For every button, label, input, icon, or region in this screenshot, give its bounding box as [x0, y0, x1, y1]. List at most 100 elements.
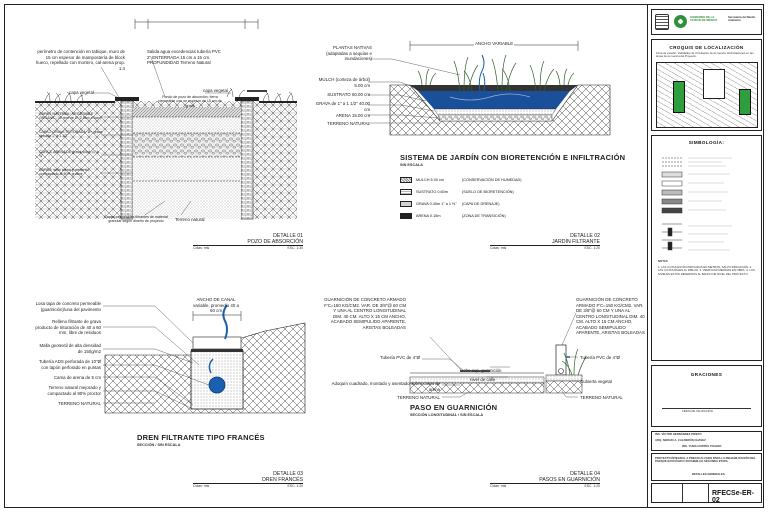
label-sustrato: SUSTRATO 60.00 cm [327, 92, 370, 97]
detail-04-scale: ESC. 1:20 [584, 484, 600, 488]
croquis-title: CROQUIS DE LOCALIZACIÓN [669, 45, 744, 50]
detail-04-number: DETALLE 04 [570, 471, 600, 477]
map-zone-green-2 [739, 89, 751, 115]
label-terreno-natural-02: TERRENO NATURAL [327, 121, 370, 126]
graciones-title: GRACIONES [690, 372, 723, 377]
label-cubierta-vegetal: Cubierta vegetal [580, 379, 612, 384]
legend-list: MULCH 5.00 cm (CONSERVACIÓN DE HUMEDAD) … [400, 177, 600, 227]
detail-03-caption: DETALLE 03 DREN FRANCÉS Cotas: mts ESC. … [193, 471, 303, 489]
legend-sustrato-name: SUSTRATO 0.60m [416, 190, 448, 194]
detail-03-name: DREN FRANCÉS [262, 477, 303, 483]
label-mulch: MULCH (corteza de árbol) 5.00 cm [318, 77, 370, 88]
drawing-area: perímetro de contención en tabique, muro… [5, 5, 648, 507]
swatch-sustrato [400, 189, 412, 195]
firma-label: FIRMA DE VALIDACIÓN [682, 409, 713, 413]
detail-02-name: JARDÍN FILTRANTE [551, 239, 600, 245]
detail-03-number: DETALLE 03 [273, 471, 303, 477]
label-tubo-right: Tubería PVC de 4"Ø [580, 355, 620, 360]
detail-02-scale: ESC. 1:20 [584, 246, 600, 250]
detail-02-number: DETALLE 02 [570, 233, 600, 239]
detail-03-subtitle: SECCIÓN / SIN ESCALA [137, 443, 181, 447]
label-terreno-left: TERRENO NATURAL [397, 395, 440, 400]
simbologia-title: SIMBOLOGÍA: [688, 140, 725, 145]
legend-arena-name: ARENA 0.15m [416, 214, 441, 218]
legend-grava-name: GRAVA 0.40m 1" a 1 ½" [416, 202, 457, 206]
label-nivel-calle: nivel de calle [470, 377, 496, 382]
detail-03-cotas: Cotas: mts [193, 484, 210, 488]
title-block-logos: GOBIERNO DE LA CIUDAD DE MÉXICO Secretar… [651, 9, 762, 35]
label-capas-permeables: Capas permeables filtrantes de material … [104, 215, 168, 224]
label-capa-vegetal-left: capa vegetal [69, 90, 94, 95]
detail-04-name: PASOS EN GUARNICIÓN [539, 477, 600, 483]
detail-02-title: SISTEMA DE JARDÍN CON BIORETENCIÓN E INF… [400, 153, 626, 162]
swatch-grava [400, 201, 412, 207]
location-map [656, 62, 758, 128]
project-name: PROYECTO INTEGRAL A PRECIO ALZADO PARA L… [655, 456, 756, 464]
simbologia-symbols [661, 157, 732, 251]
detail-02-panel: ANCHO VARIABLE PLANTAS NATIVAS (adaptada… [310, 5, 648, 273]
detail-01-panel: perímetro de contención en tabique, muro… [5, 5, 310, 273]
label-guarnicion-left: GUARNICIÓN DE CONCRETO ARMADO F'C=150 KG… [324, 297, 406, 330]
label-terreno-natural-03: TERRENO NATURAL [58, 401, 101, 406]
detail-03-title: DREN FILTRANTE TIPO FRANCÉS [137, 433, 265, 442]
org-name: GOBIERNO DE LA CIUDAD DE MÉXICO [690, 15, 718, 23]
plan-code: RFECSe-ER-02 [712, 490, 755, 504]
detail-01-drawing [35, 19, 297, 220]
label-arena: ARENA 15.00 cm [335, 113, 370, 118]
detail-04-drawing [409, 312, 587, 398]
cdmx-logo-icon [655, 14, 669, 30]
label-capa3: CAPA 3: ARENA DE grava sílica ¼" a ⅜" [39, 150, 99, 159]
label-terreno-right: TERRENO NATURAL [580, 395, 623, 400]
legend-sustrato-desc: (SUELO DE BIORETENCIÓN) [462, 190, 514, 194]
detail-02-cotas: Cotas: mts [490, 246, 507, 250]
simbologia-section: SIMBOLOGÍA: NOTAS 1. LAS COT [651, 135, 762, 361]
label-ancho-variable: ANCHO VARIABLE [474, 41, 515, 47]
legend-grava-desc: (CAPA DE DRENAJE) [462, 202, 500, 206]
detail-01-caption: DETALLE 01 POZO DE ABSORCIÓN Cotas: mts … [193, 233, 303, 251]
label-capa4: CAPA 4: sello arena y cemento compactado… [39, 168, 89, 177]
label-malla: Malla geotextil de alta densidad de 150g… [39, 343, 101, 354]
detail-03-panel: Losa tapa de concreto permeable (guarnic… [5, 273, 310, 507]
drawing-sheet: perímetro de contención en tabique, muro… [4, 4, 764, 508]
detail-03-scale: ESC. 1:20 [287, 484, 303, 488]
label-ancho-canal: ANCHO DE CANAL variable, promedio 40 a 6… [193, 297, 239, 313]
swatch-arena [400, 213, 412, 219]
detail-01-name: POZO DE ABSORCIÓN [247, 239, 303, 245]
detail-04-panel: GUARNICIÓN DE CONCRETO ARMADO F'C=150 KG… [310, 273, 648, 507]
code-section: RFECSe-ER-02 [651, 483, 762, 504]
label-grava: GRAVA de 1" a 1 1/2" 40.00 cm [315, 101, 370, 112]
label-capa1: CAPA 1 MATERIAL: VEGETABLE ORGANIC, 30 m… [39, 112, 102, 121]
label-center-note: Fondo de pozo de absorción: tierra perme… [158, 95, 222, 108]
detail-04-subtitle: SECCIÓN LONGITUDINAL / SIN ESCALA [410, 413, 484, 417]
label-lecho: lecho sup. guarnición [460, 368, 502, 373]
flower-logo-icon [674, 15, 687, 28]
authors-section: ING. VÍCTOR HERNÁNDEZ PRIETO ARQ. SERGIO… [651, 431, 762, 451]
detail-04-caption: DETALLE 04 PASOS EN GUARNICIÓN Cotas: mt… [490, 471, 600, 489]
label-perimetro: perímetro de contención en tabique, muro… [35, 49, 125, 71]
label-guarnicion-right: GUARNICIÓN DE CONCRETO ARMADO F'C=150 KG… [576, 297, 645, 335]
plan-name: DETALLES GENERALES [692, 472, 725, 476]
author-3: ING. YUMA CORTÉS TOLEDO [682, 444, 722, 448]
notas-title: NOTAS [658, 259, 668, 263]
label-tubo-left: Tubería PVC de 4"Ø [380, 355, 420, 360]
croquis-description: Zona de estudio: Vialidades de Circulaci… [656, 51, 754, 59]
swatch-mulch [400, 177, 412, 183]
label-terreno-mejorado: Terreno natural mejorado y compactado al… [47, 385, 101, 396]
detail-01-cotas: Cotas: mts [193, 246, 210, 250]
legend-arena-desc: (ZONA DE TRANSICIÓN) [462, 214, 506, 218]
detail-01-scale: ESC. 1:30 [287, 246, 303, 250]
map-zone-green-1 [673, 81, 685, 113]
label-capa2: CAPA 2 GRAVA TRITURADA: Ø+ grava tamaño … [39, 130, 103, 139]
graciones-section: GRACIONES FIRMA DE VALIDACIÓN [651, 365, 762, 427]
legend-mulch-name: MULCH 5.00 cm [416, 178, 445, 182]
legend-mulch-desc: (CONSERVACIÓN DE HUMEDAD) [462, 178, 522, 182]
title-block: GOBIERNO DE LA CIUDAD DE MÉXICO Secretar… [649, 5, 764, 507]
secretaria-name: Secretaría del Medio Ambiente [728, 15, 756, 23]
label-relleno: Relleno filtrante de grava producto de t… [35, 319, 101, 335]
croquis-section: CROQUIS DE LOCALIZACIÓN Zona de estudio:… [651, 39, 762, 131]
detail-02-caption: DETALLE 02 JARDÍN FILTRANTE Cotas: mts E… [490, 233, 600, 251]
notas-text: 1. LAS COTAS ESTÁN INDICADAS EN METROS, … [658, 265, 755, 276]
detail-02-subtitle: SIN ESCALA [400, 163, 423, 167]
label-terreno-natural: Terreno natural [175, 217, 205, 222]
detail-03-drawing [103, 304, 306, 414]
